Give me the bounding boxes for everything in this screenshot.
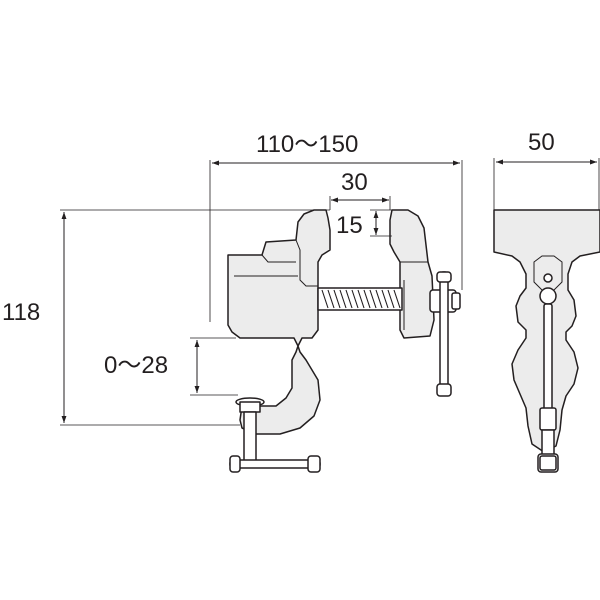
clamp-handle — [229, 459, 321, 469]
height-label: 118 — [2, 299, 40, 326]
overall-width-label: 110〜150 — [256, 131, 358, 158]
jaw-depth-label: 15 — [336, 212, 363, 239]
jaw-width-label: 30 — [341, 169, 368, 196]
dimension-side-width: 50 — [493, 129, 600, 210]
dimension-clamp-opening: 0〜28 — [104, 337, 238, 396]
clamp-screw — [243, 411, 257, 465]
side-width-label: 50 — [528, 129, 555, 156]
dimension-jaw-width: 30 — [329, 169, 391, 210]
dimension-overall-width: 110〜150 — [209, 131, 463, 322]
screw-handle — [439, 271, 449, 393]
moving-jaw — [389, 209, 435, 339]
dimension-height: 118 — [2, 209, 330, 426]
clamp-opening-label: 0〜28 — [104, 352, 168, 379]
vise-side-view — [493, 209, 600, 473]
screw-thread — [321, 289, 401, 309]
vise-front-view — [227, 209, 461, 473]
dimension-jaw-depth: 15 — [336, 209, 392, 239]
